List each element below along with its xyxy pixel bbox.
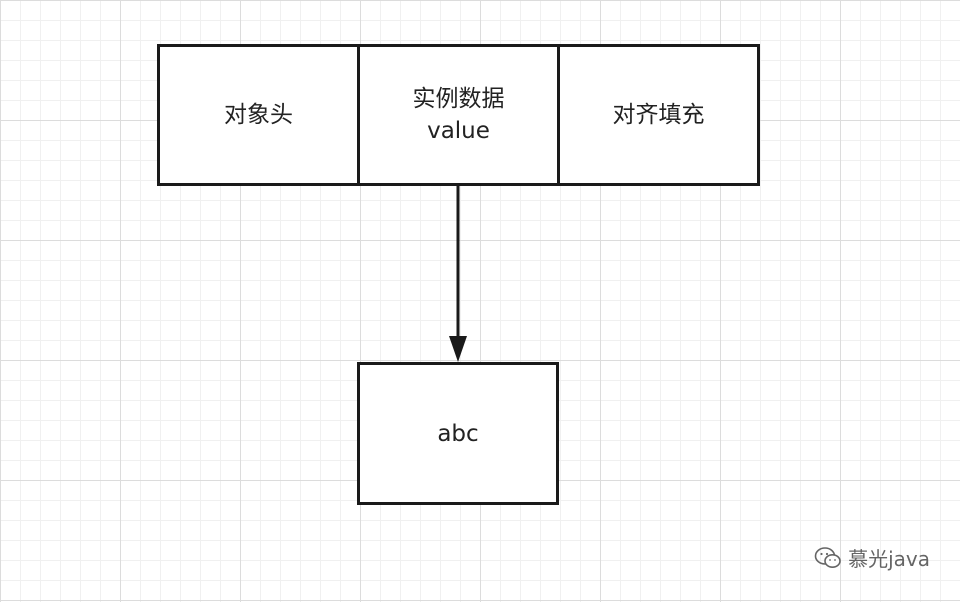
target-value-box: abc: [357, 362, 559, 505]
arrow-head: [449, 336, 467, 362]
object-layout-row: 对象头 实例数据 value 对齐填充: [157, 44, 760, 186]
instance-data-cell: 实例数据 value: [357, 47, 557, 183]
padding-label: 对齐填充: [612, 102, 705, 128]
object-header-cell: 对象头: [160, 47, 357, 183]
watermark: 慕光java: [814, 543, 930, 572]
object-header-label: 对象头: [224, 102, 293, 128]
reference-arrow: [449, 186, 467, 362]
wechat-icon: [814, 546, 842, 570]
padding-cell: 对齐填充: [557, 47, 757, 183]
instance-data-label: 实例数据: [412, 86, 505, 112]
target-value-label: abc: [437, 420, 479, 447]
watermark-text: 慕光java: [848, 547, 930, 571]
instance-data-sublabel: value: [427, 118, 490, 144]
